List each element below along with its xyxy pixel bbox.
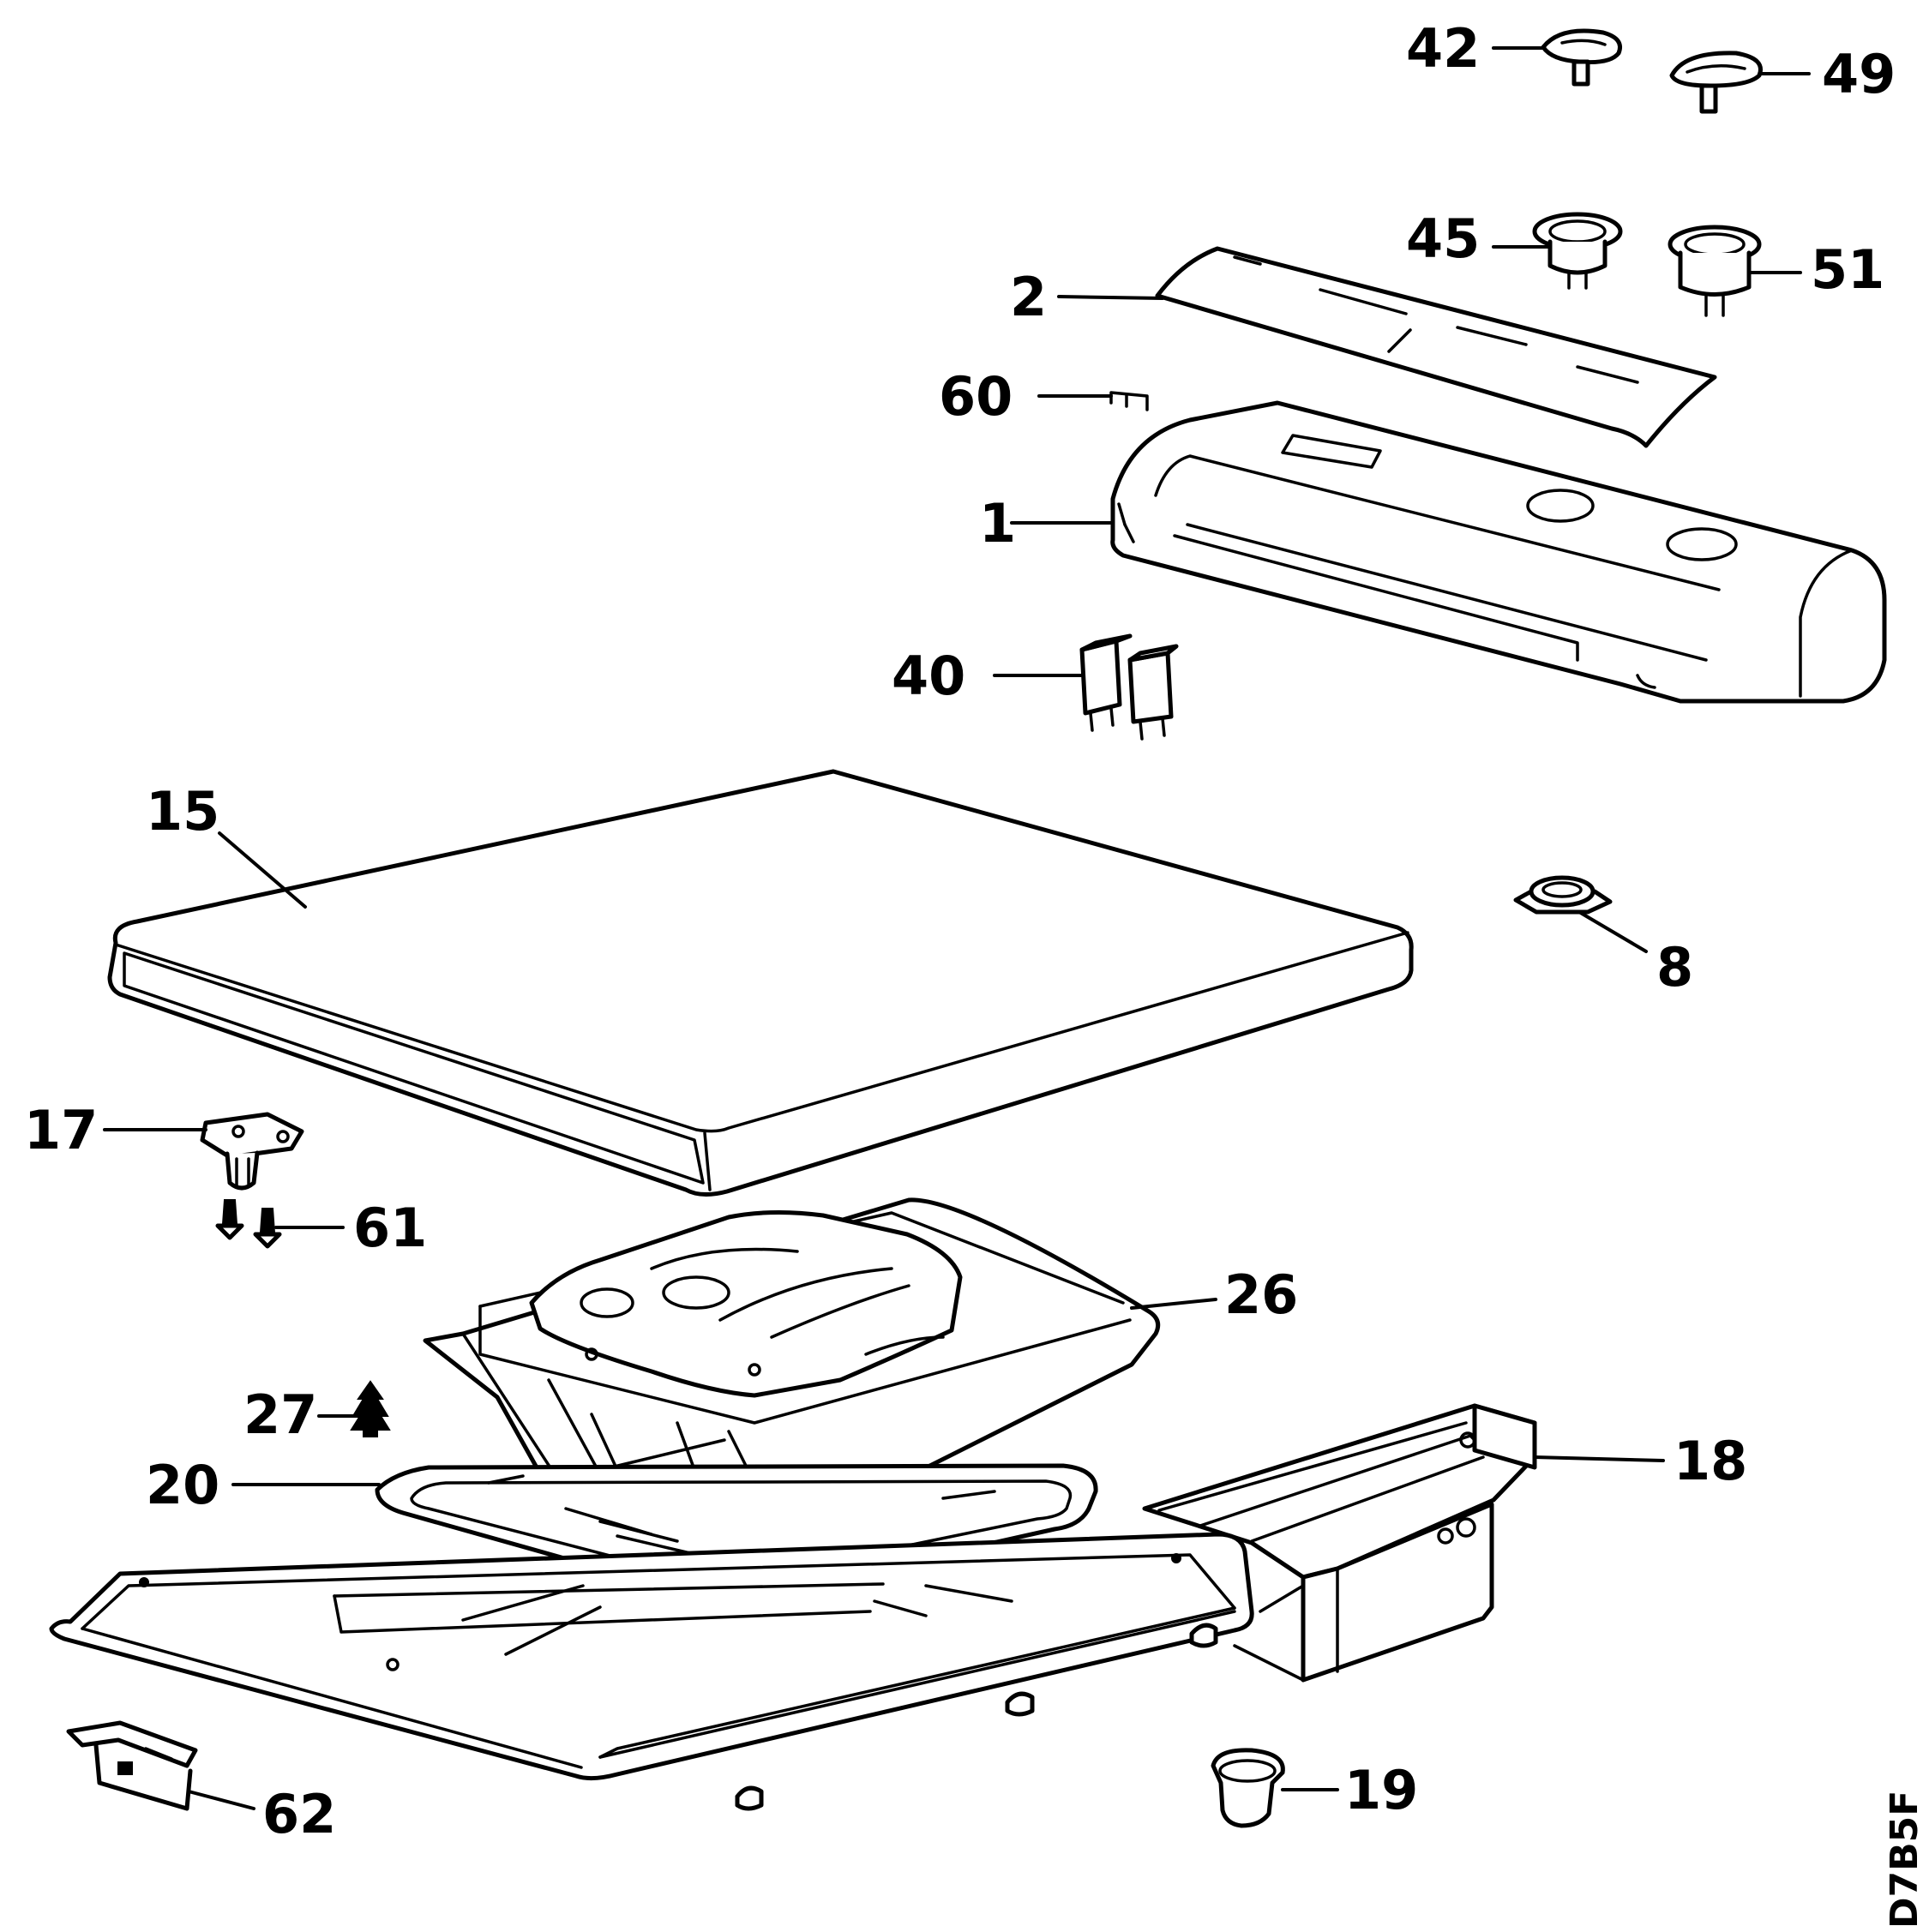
callout-8: 8 bbox=[1656, 936, 1693, 999]
callout-45: 45 bbox=[1406, 207, 1480, 270]
callout-18: 18 bbox=[1674, 1430, 1747, 1492]
part-1-control-panel bbox=[1110, 400, 1887, 704]
part-15-lid bbox=[107, 769, 1414, 1197]
part-19-foot bbox=[1211, 1748, 1285, 1828]
callout-49: 49 bbox=[1822, 43, 1896, 105]
part-26-dispenser bbox=[423, 1197, 1161, 1528]
drawing-code: D7B5F bbox=[1883, 1791, 1926, 1929]
callout-62: 62 bbox=[262, 1783, 336, 1845]
callout-60: 60 bbox=[939, 365, 1013, 428]
callout-19: 19 bbox=[1344, 1759, 1418, 1821]
callout-40: 40 bbox=[892, 645, 965, 707]
leader-8 bbox=[1577, 910, 1648, 953]
leader-2 bbox=[1057, 295, 1164, 300]
leader-15 bbox=[218, 831, 307, 909]
base-tray bbox=[49, 1532, 1254, 1811]
part-42-knob bbox=[1541, 28, 1622, 87]
part-18-rear-bracket bbox=[1142, 1403, 1537, 1683]
part-2-panel-strip bbox=[1155, 246, 1717, 448]
part-51-bezel bbox=[1668, 225, 1762, 317]
part-62-foot-clip bbox=[66, 1720, 198, 1811]
callout-42: 42 bbox=[1406, 17, 1480, 80]
part-61-screws bbox=[215, 1199, 282, 1249]
callout-1: 1 bbox=[979, 492, 1016, 555]
part-8-grommet bbox=[1513, 875, 1613, 915]
part-20-gasket bbox=[375, 1463, 1098, 1600]
callout-17: 17 bbox=[24, 1099, 98, 1161]
part-40-switch-block bbox=[1079, 633, 1179, 741]
callout-20: 20 bbox=[146, 1454, 219, 1516]
callout-26: 26 bbox=[1224, 1263, 1298, 1326]
part-17-hinge-bracket bbox=[200, 1112, 304, 1191]
part-60-clip bbox=[1109, 391, 1149, 411]
callout-51: 51 bbox=[1811, 238, 1884, 301]
part-27-push-clip bbox=[350, 1380, 391, 1437]
callout-2: 2 bbox=[1010, 266, 1047, 328]
callout-27: 27 bbox=[243, 1383, 317, 1446]
leader-18 bbox=[1533, 1455, 1665, 1462]
part-49-knob bbox=[1669, 51, 1763, 114]
callout-15: 15 bbox=[146, 780, 219, 843]
callout-61: 61 bbox=[353, 1197, 427, 1259]
leader-62 bbox=[187, 1790, 255, 1810]
part-45-bezel bbox=[1532, 212, 1623, 290]
leader-26 bbox=[1130, 1298, 1217, 1310]
